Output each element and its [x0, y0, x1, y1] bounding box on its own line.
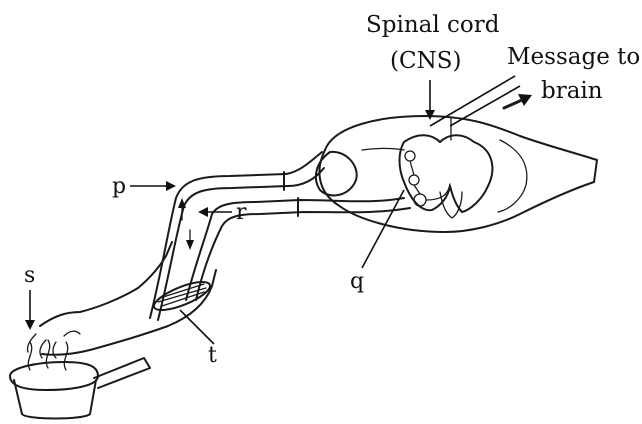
brain-label: brain — [541, 78, 603, 104]
relay-neurons — [362, 149, 450, 207]
arm-and-hand — [27, 242, 216, 358]
label-pointers — [25, 76, 532, 344]
cns-label: (CNS) — [390, 48, 461, 74]
spinal-cord-cross-section — [316, 116, 597, 232]
muscle — [151, 276, 213, 315]
message-to-label: Message to — [507, 44, 640, 70]
label-s: s — [24, 263, 35, 288]
label-r: r — [236, 200, 247, 225]
spinal-cord-label: Spinal cord — [366, 12, 500, 38]
label-q: q — [350, 269, 364, 294]
nerve-pathway — [150, 152, 410, 320]
label-t: t — [208, 343, 217, 368]
label-p: p — [112, 174, 126, 199]
